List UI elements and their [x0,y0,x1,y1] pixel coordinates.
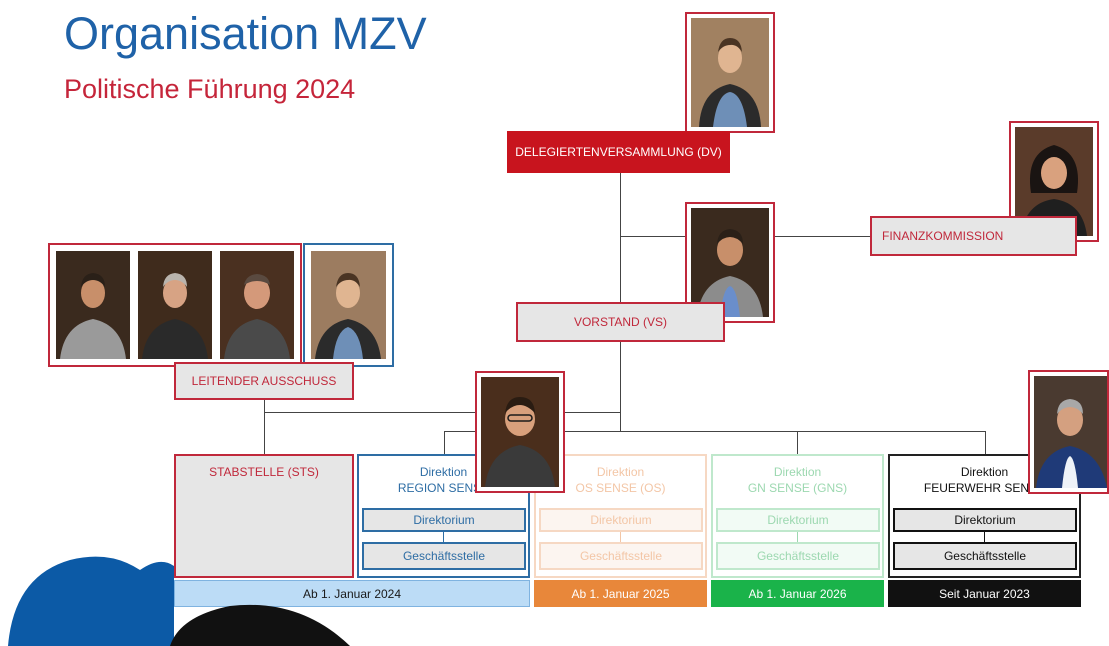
person-photo-feuerwehr [1028,370,1109,494]
column-region-sense-line1: Direktion [419,465,468,479]
gn-direktorium-box: Direktorium [716,508,880,532]
footer-bar-2023: Seit Januar 2023 [888,580,1081,607]
footer-bar-2026: Ab 1. Januar 2026 [711,580,884,607]
feuerwehr-direktorium-box: Direktorium [893,508,1077,532]
finanzkommission-box: FINANZKOMMISSION [870,216,1077,256]
column-stabstelle-title: STABSTELLE (STS) [209,465,319,479]
person-portrait-icon [691,208,769,317]
connector-line [444,431,445,455]
person-portrait-icon [481,377,559,487]
footer-bar-2024: Ab 1. Januar 2024 [174,580,530,607]
column-region-sense: Direktion REGION SENSE Direktorium Gesch… [357,454,530,578]
column-gn-sense-line2: GN SENSE (GNS) [747,481,848,495]
column-gn-sense-line1: Direktion [773,465,822,479]
person-photo-vs [685,202,775,323]
region-direktorium-box: Direktorium [362,508,526,532]
connector-line [984,532,985,542]
connector-line [985,431,986,455]
column-os-sense: Direktion OS SENSE (OS) Direktorium Gesc… [534,454,707,578]
page-title: Organisation MZV [64,8,427,59]
person-photo-la-extra [303,243,394,367]
person-portrait-icon [311,251,386,359]
feuerwehr-geschaeftsstelle-box: Geschäftsstelle [893,542,1077,570]
connector-line [264,412,621,413]
os-direktorium-box: Direktorium [539,508,703,532]
leitender-ausschuss-box: LEITENDER AUSSCHUSS [174,362,354,400]
delegiertenversammlung-box: DELEGIERTENVERSAMMLUNG (DV) [507,131,730,173]
person-portrait-icon [1034,376,1107,488]
vorstand-box: VORSTAND (VS) [516,302,725,342]
leitender-ausschuss-photos [48,243,302,367]
connector-line [797,532,798,542]
finanzkommission-label: FINANZKOMMISSION [882,229,1004,243]
region-geschaeftsstelle-box: Geschäftsstelle [362,542,526,570]
person-photo-region [475,371,565,493]
column-feuerwehr-sense: Direktion FEUERWEHR SENSE Direktorium Ge… [888,454,1081,578]
gn-geschaeftsstelle-box: Geschäftsstelle [716,542,880,570]
person-portrait-icon [691,18,769,127]
connector-line [443,532,444,542]
connector-line [620,532,621,542]
connector-line [797,431,798,455]
os-geschaeftsstelle-box: Geschäftsstelle [539,542,703,570]
column-os-sense-line2: OS SENSE (OS) [575,481,666,495]
person-portrait-group-icon [56,251,294,359]
column-gn-sense: Direktion GN SENSE (GNS) Direktorium Ges… [711,454,884,578]
footer-bar-2025: Ab 1. Januar 2025 [534,580,707,607]
page-subtitle: Politische Führung 2024 [64,74,356,104]
column-os-sense-line1: Direktion [596,465,645,479]
column-feuerwehr-line2: FEUERWEHR SENSE [923,481,1046,495]
connector-line [444,431,986,432]
connector-line [264,400,265,456]
person-photo-dv [685,12,775,133]
decorative-blob-shape [8,556,350,646]
column-feuerwehr-line1: Direktion [960,465,1009,479]
column-region-sense-line2: REGION SENSE [397,481,490,495]
column-stabstelle: STABSTELLE (STS) [174,454,354,578]
